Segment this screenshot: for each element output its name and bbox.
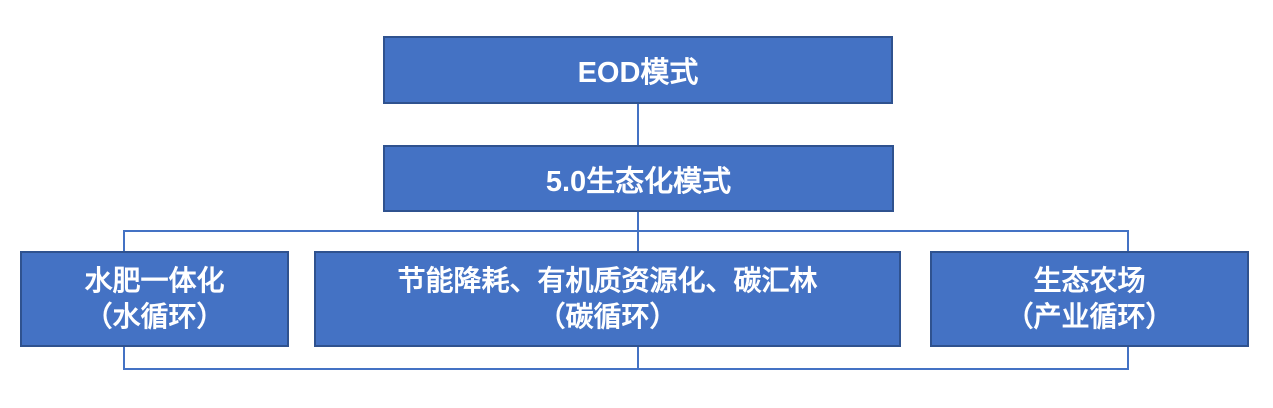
node-carbon-cycle-subtitle: （碳循环） — [537, 301, 678, 332]
node-water-cycle: 水肥一体化 （水循环） — [20, 251, 289, 347]
connector-branch-to-water — [123, 230, 125, 252]
connector-eod-to-eco — [637, 104, 639, 146]
node-industry-cycle: 生态农场 （产业循环） — [930, 251, 1249, 347]
node-carbon-cycle-title: 节能降耗、有机质资源化、碳汇林 — [397, 265, 818, 296]
connector-water-to-bottom — [123, 346, 125, 370]
node-industry-cycle-subtitle: （产业循环） — [1005, 301, 1174, 332]
connector-bottom-horizontal — [123, 368, 1129, 370]
connector-eco-to-branch — [637, 211, 639, 231]
node-water-cycle-title: 水肥一体化 — [84, 265, 225, 296]
node-eco-mode: 5.0生态化模式 — [383, 145, 894, 212]
connector-branch-to-carbon — [637, 230, 639, 252]
connector-branch-to-farm — [1127, 230, 1129, 252]
node-carbon-cycle: 节能降耗、有机质资源化、碳汇林 （碳循环） — [314, 251, 901, 347]
connector-top-horizontal — [123, 230, 1129, 232]
node-water-cycle-subtitle: （水循环） — [84, 301, 225, 332]
node-industry-cycle-title: 生态农场 — [1033, 265, 1146, 296]
connector-farm-to-bottom — [1127, 346, 1129, 370]
node-eod-model: EOD模式 — [383, 36, 893, 104]
connector-carbon-to-bottom — [637, 346, 639, 370]
node-eod-model-label: EOD模式 — [577, 57, 699, 89]
node-eco-mode-label: 5.0生态化模式 — [545, 165, 732, 198]
